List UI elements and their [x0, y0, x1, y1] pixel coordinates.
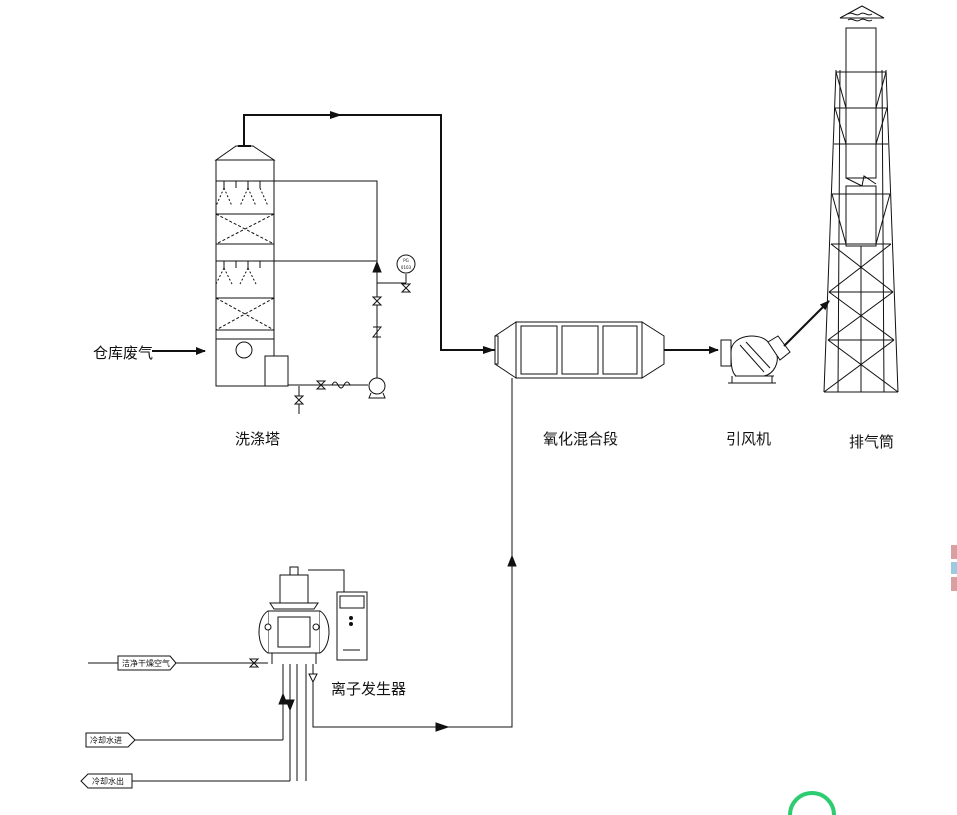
- edge-mark: [951, 545, 957, 559]
- label-ion-generator: 离子发生器: [331, 680, 407, 698]
- corner-badge-arc: [788, 791, 836, 815]
- recirculation-piping: [274, 180, 416, 414]
- flow-arrow: [330, 111, 342, 119]
- edge-mark: [951, 577, 957, 591]
- exhaust-stack: [823, 5, 899, 393]
- label-scrubber: 洗涤塔: [235, 430, 281, 448]
- svg-text:冷却水进: 冷却水进: [90, 735, 122, 745]
- duct-to-stack: [783, 300, 830, 347]
- label-stack: 排气筒: [849, 433, 895, 451]
- flow-arrow: [483, 346, 495, 354]
- induced-fan: [720, 335, 791, 384]
- gauge-tag-line2: 0103: [401, 265, 412, 270]
- tag-cooling-water-in: 冷却水进: [85, 732, 136, 748]
- label-oxidation-mixing: 氧化混合段: [543, 430, 619, 448]
- svg-text:洁净干燥空气: 洁净干燥空气: [122, 658, 170, 668]
- tag-cooling-water-out: 冷却水出: [80, 773, 133, 789]
- gauge-tag-line1: PG: [403, 258, 409, 263]
- exhaust-duct: [243, 114, 495, 351]
- ion-output-pipe: [308, 378, 517, 732]
- utility-lines: [88, 658, 307, 782]
- tag-clean-dry-air: 洁净干燥空气: [117, 655, 177, 671]
- label-warehouse-exhaust: 仓库废气: [93, 344, 154, 362]
- svg-text:冷却水出: 冷却水出: [92, 776, 124, 786]
- edge-mark: [951, 562, 957, 574]
- label-induced-fan: 引风机: [726, 430, 772, 448]
- ion-generator: [258, 566, 368, 664]
- oxidation-mixing-section: [494, 321, 665, 379]
- scrubber-tower: [214, 145, 289, 387]
